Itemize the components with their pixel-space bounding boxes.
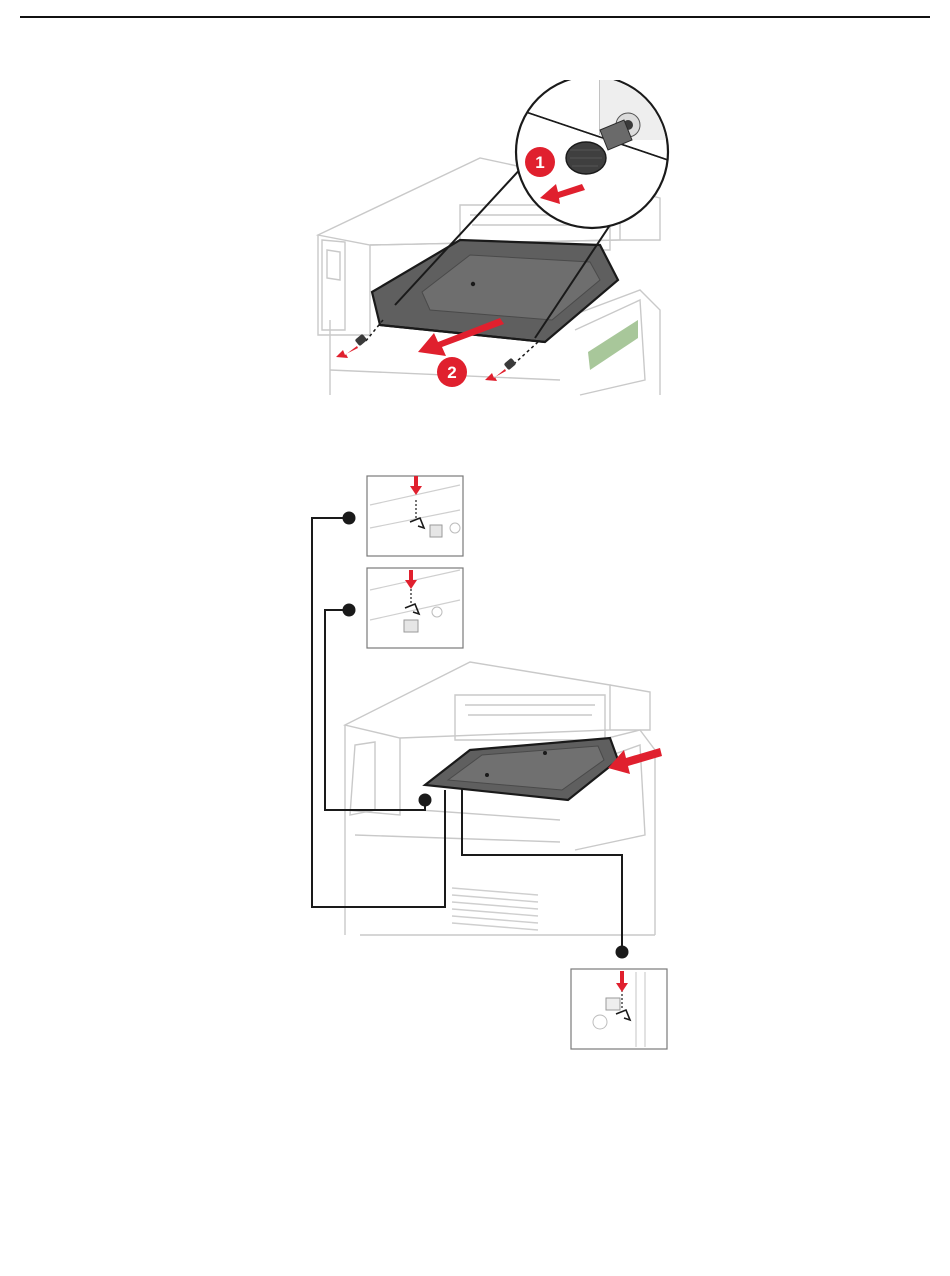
figure-install-tray bbox=[0, 470, 950, 1060]
printer-outline bbox=[345, 662, 655, 935]
inset-bottom-right-latch bbox=[571, 969, 667, 1049]
svg-text:1: 1 bbox=[535, 153, 544, 172]
step-badge-2: 2 bbox=[437, 357, 467, 387]
step-badge-1: 1 bbox=[525, 147, 555, 177]
inset-top-left-latch bbox=[367, 476, 463, 556]
green-panel bbox=[588, 320, 638, 370]
svg-text:2: 2 bbox=[447, 363, 456, 382]
header-rule bbox=[20, 16, 930, 18]
output-tray bbox=[425, 738, 618, 800]
figure-remove-tray-screws: 2 1 bbox=[0, 80, 950, 400]
vent-grille bbox=[452, 888, 538, 930]
inset-middle-left-latch bbox=[367, 568, 463, 648]
